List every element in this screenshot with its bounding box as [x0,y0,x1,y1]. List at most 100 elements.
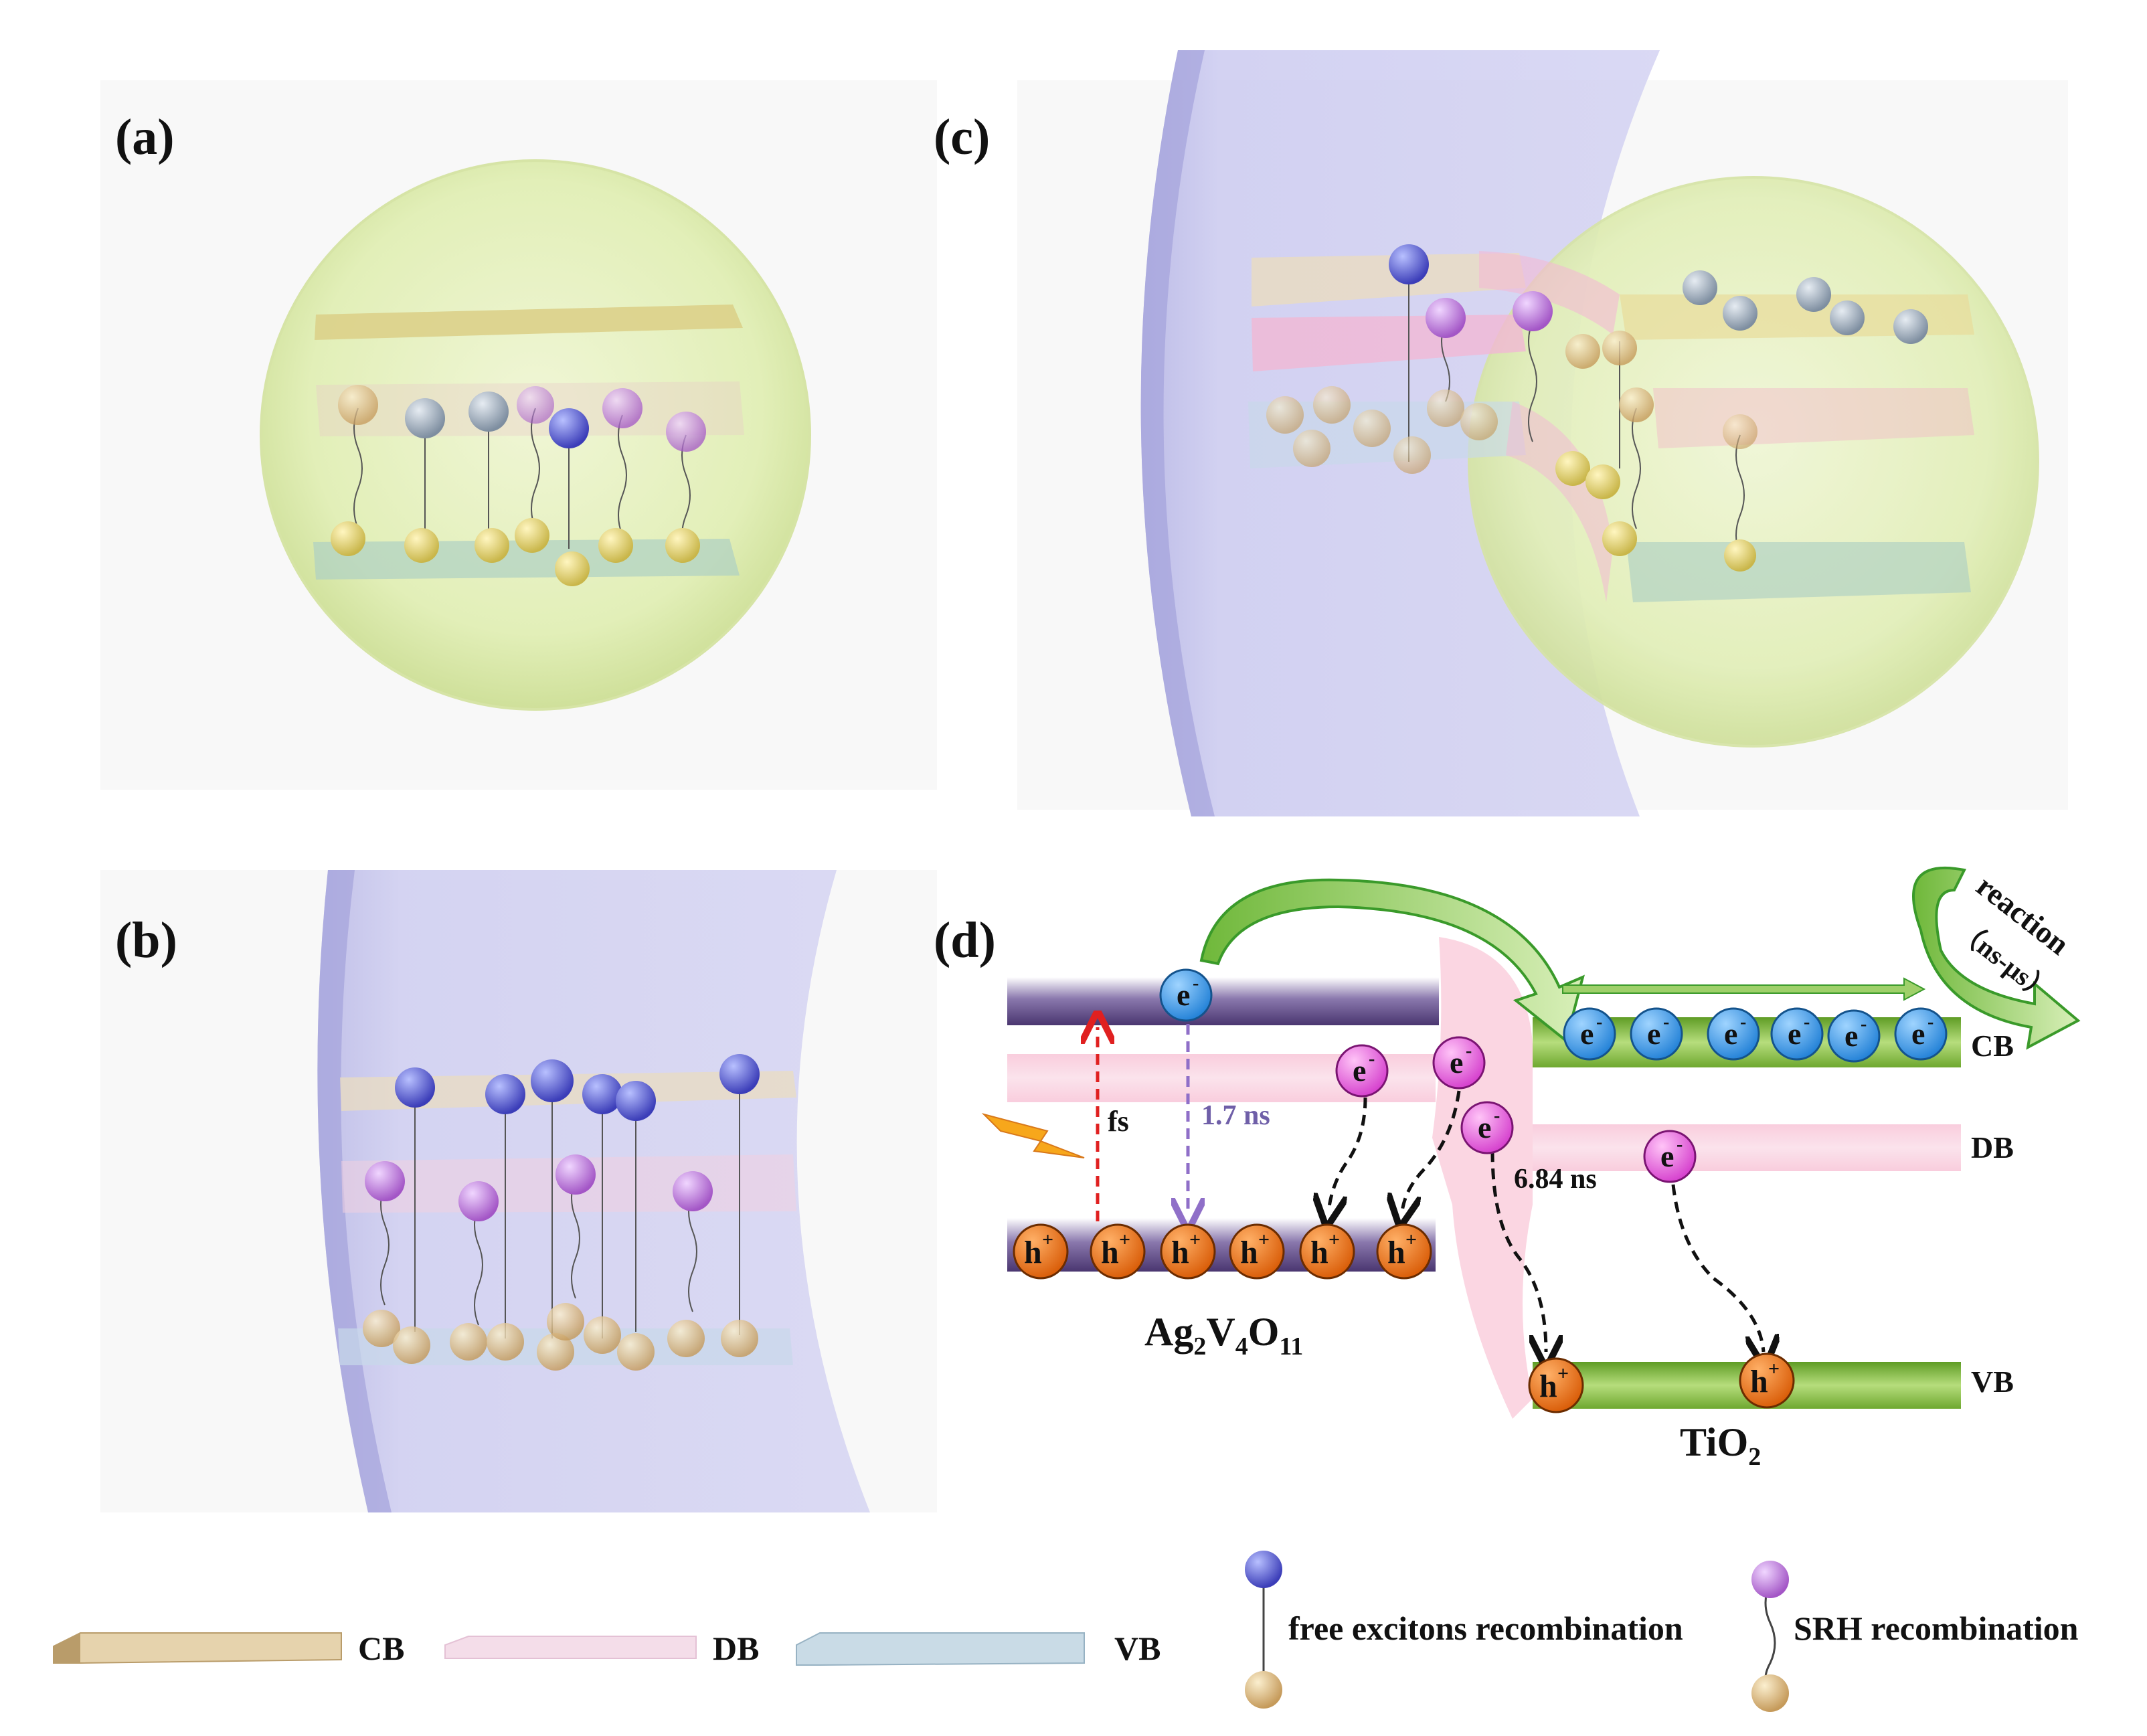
legend-db-swatch [444,1636,697,1659]
db-electrons: e - e - e - e - [1335,1036,1697,1183]
hole-particle [475,528,509,563]
db-particle [1602,331,1637,365]
svg-text:-: - [1861,1014,1867,1035]
recombination-pairs [380,1077,740,1338]
hole-particle [665,528,700,563]
top-particles [338,385,706,452]
hole-particle [1585,464,1620,499]
hole-particle [667,1320,705,1357]
svg-text:+: + [1768,1358,1780,1380]
free-exciton-electron [616,1081,656,1121]
trapped-electron-tio2: e - [1643,1130,1697,1183]
db-particles [365,1154,713,1221]
svg-text:+: + [1405,1229,1417,1251]
legend-srh-electron-icon [1751,1561,1789,1598]
svg-text:h: h [1240,1235,1258,1270]
hole-particle [1266,396,1304,434]
cb-particle [1683,270,1717,305]
svg-text:e: e [1844,1019,1858,1053]
hole-particle [1724,539,1756,572]
svg-text:e: e [1724,1017,1737,1051]
db-particle [1619,387,1654,422]
hole-ag2v4o11: h + [1160,1223,1216,1280]
cb-plate [315,305,743,340]
free-exciton-electron [1389,244,1429,284]
material-ag2v4o11: Ag2V4O11 [1144,1310,1303,1361]
hole-tio2: h + [1739,1353,1795,1409]
svg-text:-: - [1804,1012,1810,1033]
srh-arrow [1402,1090,1461,1211]
electron-tio2-cb: e - [1770,1007,1824,1061]
hole-particle [1293,430,1330,467]
svg-text:-: - [1596,1012,1602,1033]
svg-text:e: e [1647,1017,1660,1051]
free-exciton-electron [485,1074,525,1114]
cb-particle [1723,296,1757,331]
trapped-electron: e - [1432,1036,1486,1090]
ag2v4o11-vb-band [1007,1218,1436,1272]
srh-electron [458,1181,499,1221]
legend-free-electron-icon [1245,1551,1282,1588]
legend-srh-stick [1764,1582,1776,1691]
hole-particle [450,1323,487,1361]
svg-text:-: - [1494,1106,1500,1126]
db-particle [1565,334,1600,369]
legend-db-label: DB [713,1630,759,1667]
electron-tio2-cb: e - [1707,1007,1760,1061]
interface-ribbon [1479,251,1620,335]
legend-free-hole-icon [1245,1671,1282,1709]
panel-d: (d) CB DB VB reaction （ns-μs） fs 1.7 ns [934,866,2081,1471]
panel-b: (b) [100,870,937,1512]
srh-electron [1426,298,1466,338]
hole-particle [1313,386,1351,424]
hole-particle [537,1333,574,1371]
hole-particle [1427,389,1464,427]
svg-text:-: - [1677,1134,1683,1155]
cb-plate-slab [1252,253,1526,307]
cb-particle [405,398,445,438]
sphere-particles [1555,270,1928,572]
hole-particle [721,1320,758,1357]
slab-particles [1266,244,1553,474]
cb-particle [1796,277,1831,312]
legend-vb-swatch [796,1632,1085,1666]
time-1-7ns: 1.7 ns [1201,1100,1270,1131]
db-particle [517,386,554,424]
electron-ag2v4o11-cb: e - [1159,968,1213,1022]
time-6-84ns: 6.84 ns [1514,1164,1597,1195]
srh-electron [1513,291,1553,331]
hole-particle [487,1323,524,1361]
svg-text:h: h [1387,1235,1405,1270]
hole-particle [331,521,365,556]
hole-particle [1353,410,1391,447]
svg-text:e: e [1450,1045,1463,1079]
ag2v4o11-cb-band [1007,977,1439,1025]
interface-ribbon [1506,402,1613,602]
legend-srh-label: SRH recombination [1794,1610,2079,1647]
svg-text:-: - [1193,973,1199,994]
svg-text:+: + [1557,1363,1569,1385]
electron-tio2-cb: e - [1563,1007,1616,1061]
legend-cb-label: CB [358,1630,404,1667]
hole-particle [515,518,549,553]
svg-text:h: h [1539,1369,1557,1404]
trapped-electron: e - [1460,1101,1514,1154]
svg-text:e: e [1177,978,1190,1012]
svg-text:e: e [1660,1139,1674,1173]
hole-ag2v4o11: h + [1090,1223,1146,1280]
hole-particle [1393,436,1431,474]
svg-text:+: + [1328,1229,1340,1251]
hole-particle [555,551,590,586]
electron-tio2-cb: e - [1630,1007,1683,1061]
svg-text:e: e [1911,1017,1925,1051]
cb-particle [468,392,509,432]
svg-text:-: - [1927,1012,1934,1033]
svg-text:-: - [1466,1041,1472,1061]
panel-c: (c) [934,50,2068,816]
svg-text:-: - [1740,1012,1746,1033]
hole-particle [404,528,439,563]
hole-particle [1602,521,1637,556]
hole-tio2: h + [1528,1357,1584,1413]
reaction-arrow [1911,866,2081,1050]
